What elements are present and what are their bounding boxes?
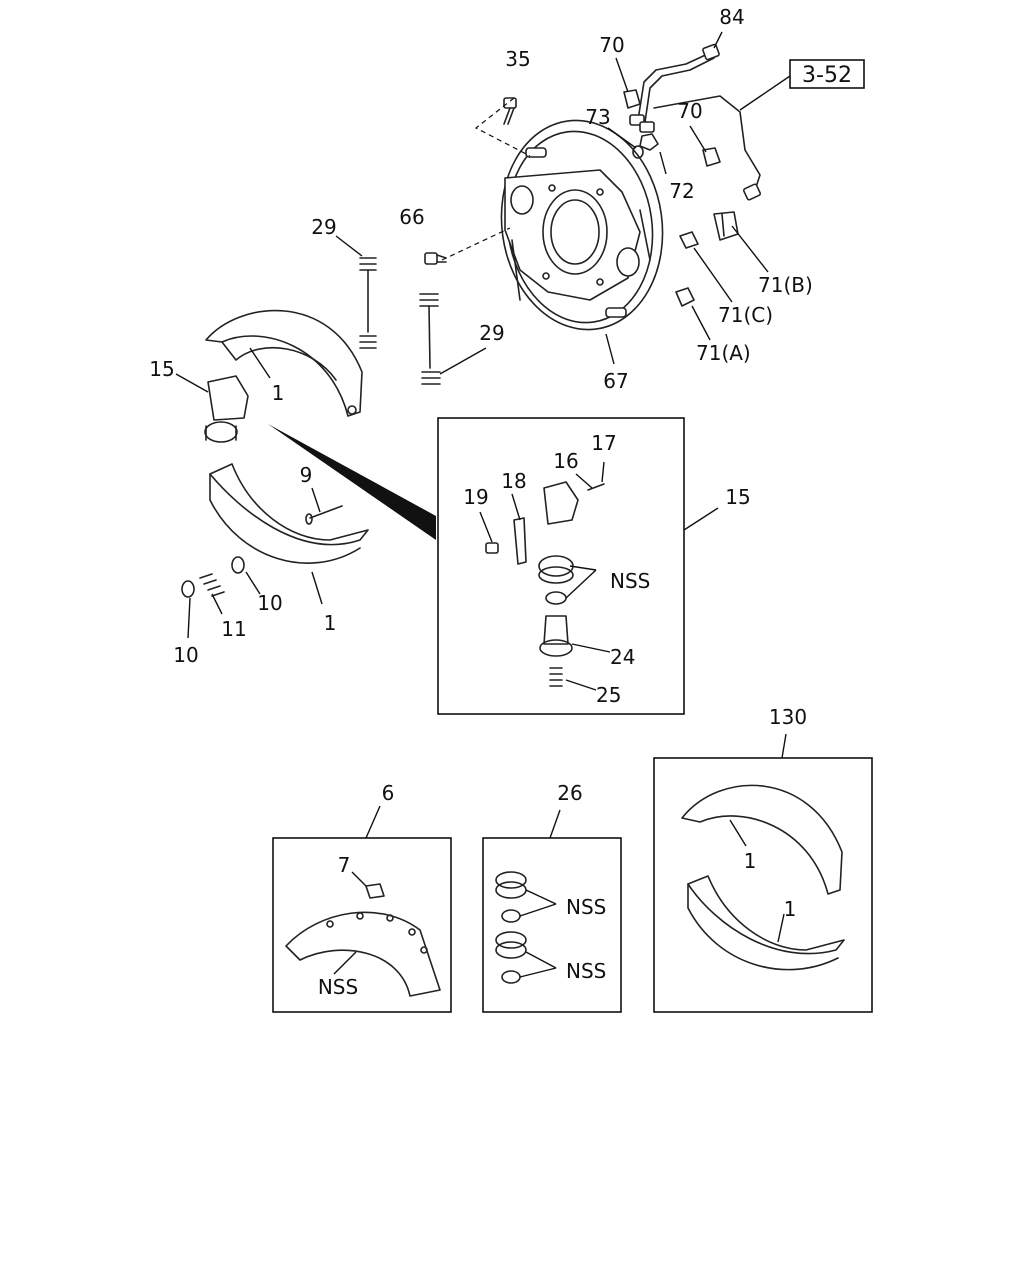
- seal-kit-parts: [495, 871, 527, 984]
- washer-part-10-b: [231, 556, 245, 574]
- clip-part-71a: [675, 287, 695, 307]
- callout-15-main: 15: [149, 357, 174, 381]
- callout-7: 7: [338, 853, 351, 877]
- adjuster-part-15-main: [204, 375, 249, 443]
- brake-shoe-part-1-lower: [209, 463, 369, 564]
- pin-part-9: [305, 505, 343, 525]
- kit-box-6: [272, 837, 452, 1013]
- callout-1-lower-shoe: 1: [324, 611, 337, 635]
- callout-71a: 71(A): [696, 341, 751, 365]
- lining-kit-parts: [285, 883, 441, 997]
- kit-box-26: [482, 837, 622, 1013]
- callout-1-kit-lower: 1: [784, 897, 797, 921]
- washer-part-73: [632, 145, 644, 159]
- callout-73: 73: [585, 105, 610, 129]
- callout-nss-detail: NSS: [610, 569, 650, 593]
- detail-pointer-wedge: [268, 424, 436, 540]
- callout-66: 66: [399, 205, 424, 229]
- callout-10-left: 10: [173, 643, 198, 667]
- callout-19: 19: [463, 485, 488, 509]
- callout-1-kit-upper: 1: [744, 849, 757, 873]
- backing-plate-part-67: [500, 119, 664, 331]
- callout-15-detail: 15: [725, 485, 750, 509]
- spring-part-11: [199, 573, 225, 597]
- clip-part-71b: [713, 211, 739, 241]
- brake-shoe-part-1-upper: [205, 309, 363, 417]
- callout-71c: 71(C): [718, 303, 773, 327]
- callout-18: 18: [501, 469, 526, 493]
- callout-72: 72: [669, 179, 694, 203]
- callout-29-upper: 29: [311, 215, 336, 239]
- adjuster-detail-parts: [485, 481, 605, 687]
- nut-part-72: [639, 133, 659, 151]
- reference-tag-3-52[interactable]: 3-52: [802, 63, 852, 88]
- callout-70-upper: 70: [599, 33, 624, 57]
- callout-9: 9: [300, 463, 313, 487]
- callout-71b: 71(B): [758, 273, 813, 297]
- callout-70-lower: 70: [677, 99, 702, 123]
- callout-67: 67: [603, 369, 628, 393]
- callout-11: 11: [221, 617, 246, 641]
- shoe-kit-parts: [681, 784, 845, 971]
- brake-pipe-part-84: [637, 43, 762, 201]
- callout-nss-lining: NSS: [318, 975, 358, 999]
- callout-130: 130: [769, 705, 807, 729]
- fitting-part-70-upper: [623, 89, 641, 109]
- callout-1-upper-shoe: 1: [272, 381, 285, 405]
- callout-nss-seal-upper: NSS: [566, 895, 606, 919]
- callout-35: 35: [505, 47, 530, 71]
- kit-box-130: [653, 757, 873, 1013]
- callout-nss-seal-lower: NSS: [566, 959, 606, 983]
- return-spring-part-29-upper: [359, 257, 377, 349]
- callout-17: 17: [591, 431, 616, 455]
- callout-25: 25: [596, 683, 621, 707]
- leader-lines: [175, 31, 791, 978]
- callout-16: 16: [553, 449, 578, 473]
- washer-part-10-a: [181, 580, 195, 598]
- detail-box-15: [437, 417, 685, 715]
- fitting-part-70-lower: [702, 147, 721, 167]
- callout-6: 6: [382, 781, 395, 805]
- callout-10-right: 10: [257, 591, 282, 615]
- pipe-fittings-small: [629, 114, 655, 133]
- callout-26: 26: [557, 781, 582, 805]
- callout-84: 84: [719, 5, 744, 29]
- callout-24: 24: [610, 645, 635, 669]
- return-spring-part-29-lower: [419, 293, 441, 385]
- callout-29-lower: 29: [479, 321, 504, 345]
- bolt-part-35: [503, 97, 517, 125]
- clip-part-71c: [679, 231, 699, 249]
- bolt-part-66: [424, 252, 447, 265]
- reference-tag-box: [789, 59, 865, 89]
